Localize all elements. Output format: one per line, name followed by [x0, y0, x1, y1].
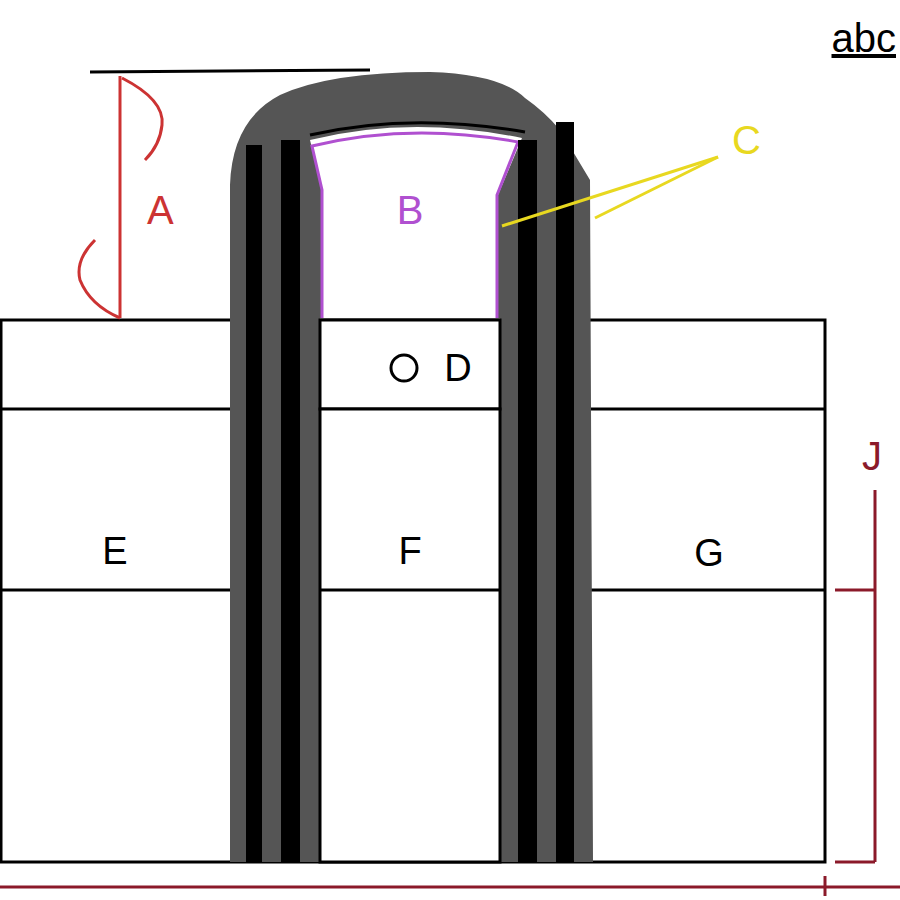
cell-label: G	[694, 534, 724, 572]
dimension-brace	[79, 240, 120, 318]
stripe	[518, 140, 537, 862]
dimension-brace	[122, 78, 162, 160]
cell-label: D	[444, 349, 471, 387]
cavity	[310, 127, 522, 318]
corner-note: abc	[832, 18, 897, 58]
reference-line	[90, 70, 370, 72]
dimension-line	[874, 490, 877, 862]
dimension-label: A	[147, 190, 174, 230]
base-tick	[824, 876, 827, 896]
cell-label: F	[398, 532, 421, 570]
grey-casing	[230, 72, 593, 862]
d-cell	[320, 320, 500, 409]
f-cell	[320, 409, 500, 862]
cap-inner-line	[310, 123, 525, 135]
base-block	[1, 320, 825, 862]
stripe	[246, 145, 262, 862]
hole-symbol	[391, 355, 417, 381]
row-line	[0, 589, 825, 592]
dimension-line	[119, 76, 122, 318]
node-area: B	[330, 180, 490, 240]
cavity-outline	[312, 133, 518, 318]
node-area: D	[422, 342, 494, 394]
leader-line	[502, 157, 718, 226]
dimension-label: J	[862, 436, 882, 476]
stripe	[556, 122, 574, 862]
callout-label: C	[732, 120, 761, 160]
cavity-label: B	[397, 190, 424, 230]
cell-label: E	[102, 532, 127, 570]
dimension-tick	[835, 589, 875, 592]
dimension-tick	[835, 861, 875, 864]
node-area: G	[603, 524, 815, 582]
stripe	[281, 140, 300, 862]
node-area: F	[330, 522, 490, 580]
row-line	[320, 589, 500, 592]
node-area: E	[10, 522, 220, 580]
base-line	[0, 886, 900, 889]
leader-line	[595, 157, 718, 218]
